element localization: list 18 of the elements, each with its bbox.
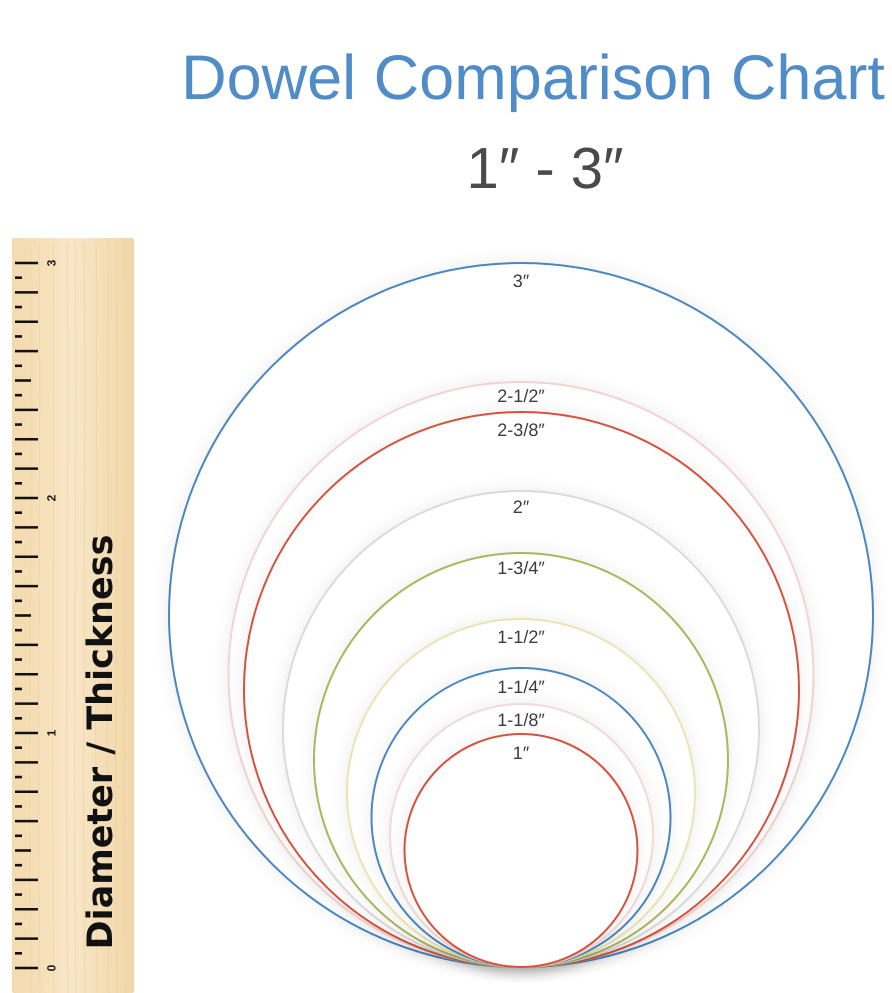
dowel-circle [388,703,654,968]
diameter-label: 1-1/8″ [497,710,545,730]
diameter-label: 2″ [512,497,530,517]
diameter-label: 3″ [512,271,530,291]
ruler-number: 0 [46,964,58,972]
chart-title: Dowel Comparison Chart [180,47,886,110]
diameter-label: 1-1/4″ [497,677,545,697]
subtitle: 1″ - 3″ [466,140,624,198]
ruler-number: 1 [46,730,58,736]
diameter-label: 1-3/4″ [497,558,545,578]
diameter-label: 2-1/2″ [497,386,545,406]
ruler-number: 2 [46,494,58,502]
ruler-number: 3 [46,260,58,266]
axis-title: Diameter / Thickness [82,534,120,950]
dowel-circle [404,733,638,968]
diameter-label: 1-1/2″ [497,627,545,647]
diameter-label: 1″ [512,743,530,763]
diameter-label: 2-3/8″ [497,420,545,440]
